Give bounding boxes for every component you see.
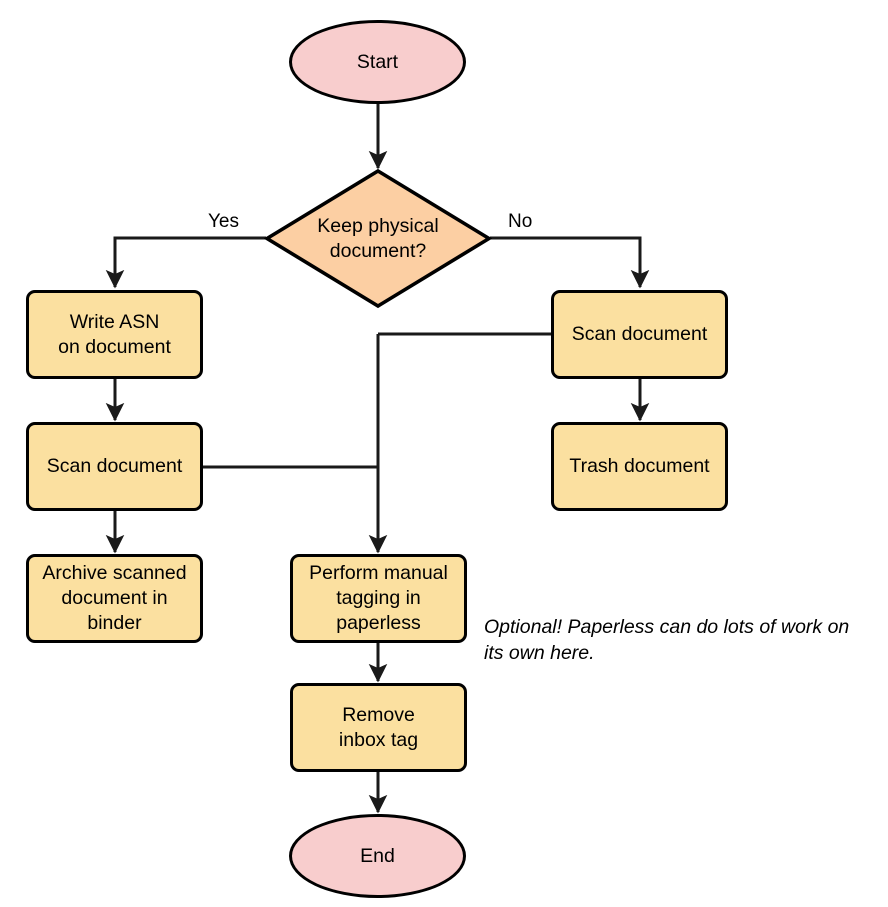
- node-scan-document-right-label: Scan document: [571, 323, 708, 345]
- node-write-asn-label: Write ASN on document: [58, 310, 171, 358]
- edge-label-no-text: No: [508, 211, 533, 232]
- node-end-label: End: [360, 844, 395, 867]
- annotation-optional-note: Optional! Paperless can do lots of work …: [484, 588, 884, 666]
- annotation-optional-note-text: Optional! Paperless can do lots of work …: [484, 616, 850, 664]
- edge-label-no: No: [508, 211, 532, 233]
- node-decision-keep-physical[interactable]: Keep physical document?: [264, 168, 492, 309]
- edge-label-yes-text: Yes: [208, 211, 239, 232]
- node-scan-document-right[interactable]: Scan document: [551, 290, 728, 379]
- diamond-shape: [264, 168, 492, 309]
- node-scan-document-left-label: Scan document: [46, 455, 183, 477]
- node-start-label: Start: [356, 50, 399, 73]
- node-remove-inbox-tag-label: Remove inbox tag: [338, 703, 419, 751]
- edge-yes-to-write-asn: [105, 236, 266, 289]
- node-write-asn[interactable]: Write ASN on document: [26, 290, 203, 379]
- node-manual-tagging-label: Perform manual tagging in paperless: [309, 562, 448, 634]
- node-archive-binder[interactable]: Archive scanned document in binder: [26, 554, 203, 643]
- node-trash-document-label: Trash document: [569, 455, 710, 477]
- node-manual-tagging[interactable]: Perform manual tagging in paperless: [290, 554, 467, 643]
- node-remove-inbox-tag[interactable]: Remove inbox tag: [290, 683, 467, 772]
- node-decision-keep-physical-label: Keep physical document?: [317, 214, 439, 262]
- edge-label-yes: Yes: [208, 211, 239, 233]
- node-archive-binder-label: Archive scanned document in binder: [42, 562, 187, 634]
- edge-no-to-scan-right: [490, 236, 650, 289]
- node-scan-document-left[interactable]: Scan document: [26, 422, 203, 511]
- node-end[interactable]: End: [289, 814, 466, 898]
- node-start[interactable]: Start: [289, 20, 466, 104]
- node-trash-document[interactable]: Trash document: [551, 422, 728, 511]
